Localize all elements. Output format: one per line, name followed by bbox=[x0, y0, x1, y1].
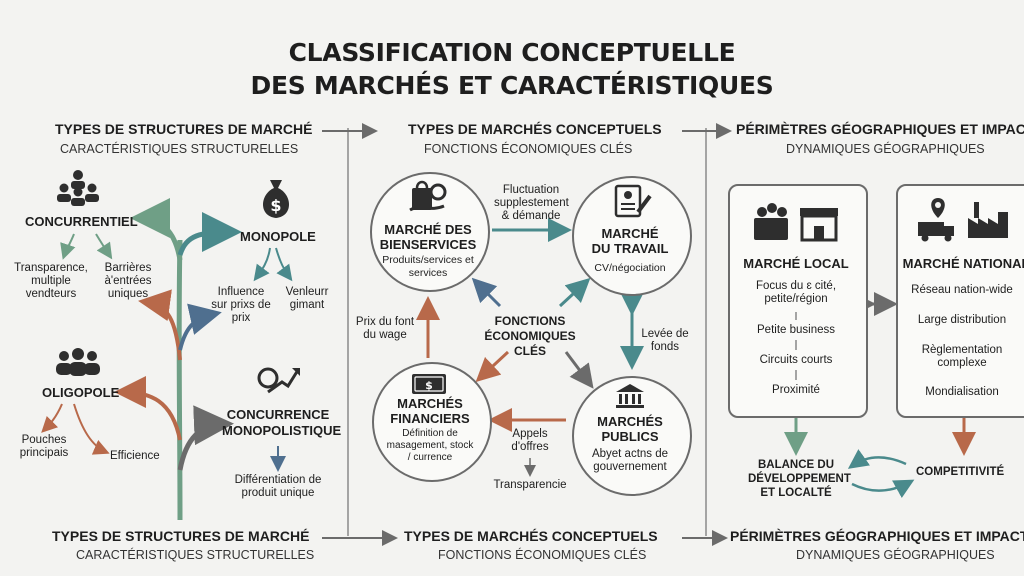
local-market-icons bbox=[754, 203, 838, 242]
middle-footer-subheader: FONCTIONS ÉCONOMIQUES CLÉS bbox=[438, 548, 647, 562]
flow-top-label: Fluctuation supplestement & démande bbox=[494, 184, 569, 222]
resume-document-icon bbox=[614, 184, 652, 218]
people-group-icon bbox=[57, 170, 99, 206]
flow-bottom-label: Appels d'offres bbox=[511, 428, 549, 453]
right-footer-header: PÉRIMÈTRES GÉOGRAPHIQUES ET IMPACTS bbox=[730, 528, 1024, 544]
branch-rust-upper bbox=[138, 289, 182, 361]
publics-title: MARCHÉS PUBLICS bbox=[574, 414, 686, 444]
oligopole-people-icon bbox=[56, 348, 100, 376]
government-building-icon bbox=[616, 384, 644, 408]
concurrence-label-1: CONCURRENCE bbox=[226, 407, 330, 422]
travail-title: MARCHÉ DU TRAVAIL bbox=[574, 226, 686, 256]
flow-right-label: Levée de fonds bbox=[641, 328, 689, 353]
concurrence-child: Différentiation de produit unique bbox=[234, 474, 322, 499]
factory-icon bbox=[968, 202, 1008, 238]
middle-footer-header: TYPES DE MARCHÉS CONCEPTUELS bbox=[404, 528, 658, 544]
monopole-child-2: Venleurr gimant bbox=[285, 286, 329, 311]
biens-title-1: MARCHÉ DES bbox=[384, 222, 472, 237]
concurrence-label-2: MONOPOLISTIQUE bbox=[222, 423, 342, 438]
flow-left-label: Prix du font du wage bbox=[355, 316, 415, 341]
biens-desc: Produits/services et services bbox=[382, 254, 474, 279]
left-footer-subheader: CARACTÉRISTIQUES STRUCTURELLES bbox=[76, 548, 315, 562]
national-item-2: Large distribution bbox=[917, 314, 1007, 326]
money-bag-icon: $ bbox=[263, 180, 289, 218]
balance-label: BALANCE DU DÉVELOPPEMENT ET LOCALTÉ bbox=[748, 459, 851, 499]
financiers-title: MARCHÉS FINANCIERS bbox=[374, 396, 486, 426]
oligopole-child-2: Efficience bbox=[110, 450, 160, 462]
financiers-desc: Définition de masagement, stock / curren… bbox=[386, 428, 474, 463]
left-column-subheader: CARACTÉRISTIQUES STRUCTURELLES bbox=[60, 142, 299, 156]
travail-title-2: DU TRAVAIL bbox=[591, 241, 669, 256]
title-line-1: CLASSIFICATION CONCEPTUELLE bbox=[288, 38, 736, 67]
svg-text:$: $ bbox=[425, 379, 433, 392]
travail-title-1: MARCHÉ bbox=[601, 226, 659, 241]
structure-concurrentiel: CONCURRENTIEL bbox=[25, 214, 138, 229]
branch-monopole bbox=[177, 212, 242, 256]
travail-desc: CV/négociation bbox=[594, 262, 666, 274]
produce-basket-icon bbox=[754, 203, 788, 240]
national-item-3: Règlementation complexe bbox=[921, 344, 1003, 369]
national-title: MARCHÉ NATIONAL bbox=[902, 256, 1024, 271]
tree-trunk bbox=[176, 239, 183, 521]
right-column-header: PÉRIMÈTRES GÉOGRAPHIQUES ET IMPACTS bbox=[736, 121, 1024, 137]
local-dividers bbox=[795, 312, 797, 380]
shop-storefront-icon bbox=[800, 208, 838, 242]
middle-column-header: TYPES DE MARCHÉS CONCEPTUELS bbox=[408, 121, 662, 137]
local-item-1: Focus du ɛ cité, petite/région bbox=[755, 280, 837, 305]
box-marche-local bbox=[728, 184, 868, 418]
left-footer-header: TYPES DE STRUCTURES DE MARCHÉ bbox=[52, 528, 310, 544]
biens-title: MARCHÉ DES BIENSERVICES bbox=[372, 222, 484, 252]
growth-chart-icon bbox=[257, 367, 300, 394]
biens-title-2: BIENSERVICES bbox=[379, 237, 477, 252]
national-item-1: Réseau nation-wide bbox=[911, 284, 1013, 296]
local-item-3: Circuits courts bbox=[759, 354, 833, 366]
circle-travail bbox=[572, 176, 692, 296]
publics-title-1: MARCHÉS bbox=[597, 414, 663, 429]
location-pin-icon bbox=[931, 198, 945, 218]
oligopole-child-1: Pouches principais bbox=[19, 434, 69, 459]
branch-concurrence-mono bbox=[177, 405, 234, 471]
concurrentiel-child-1: Transparence, multiple vendteurs bbox=[14, 262, 88, 300]
local-item-4: Proximité bbox=[772, 384, 820, 396]
delivery-truck-icon bbox=[918, 222, 954, 242]
local-item-2: Petite business bbox=[757, 324, 835, 336]
publics-desc: Abyet actns de gouvernement bbox=[591, 448, 669, 473]
shopping-bag-icon bbox=[409, 180, 447, 212]
center-functions-label: FONCTIONS ÉCONOMIQUES CLÉS bbox=[484, 314, 576, 358]
svg-text:$: $ bbox=[270, 196, 281, 215]
branch-oligopole bbox=[114, 376, 182, 441]
left-column-header: TYPES DE STRUCTURES DE MARCHÉ bbox=[55, 121, 313, 137]
structure-oligopole: OLIGOPOLE bbox=[42, 385, 120, 400]
national-market-icons bbox=[918, 198, 1008, 242]
publics-title-2: PUBLICS bbox=[601, 429, 659, 444]
local-title: MARCHÉ LOCAL bbox=[743, 256, 849, 271]
competitivite-label: COMPETITIVITÉ bbox=[916, 466, 1005, 478]
monopole-child-1: Influence sur prixs de prix bbox=[211, 286, 271, 324]
middle-column-subheader: FONCTIONS ÉCONOMIQUES CLÉS bbox=[424, 142, 633, 156]
title-line-2: DES MARCHÉS ET CARACTÉRISTIQUES bbox=[250, 71, 774, 100]
flow-bottom-label-2: Transparencie bbox=[493, 479, 567, 491]
financiers-title-2: FINANCIERS bbox=[390, 411, 470, 426]
right-footer-subheader: DYNAMIQUES GÉOGRAPHIQUES bbox=[796, 548, 995, 562]
banknote-icon: $ bbox=[412, 374, 446, 394]
financiers-title-1: MARCHÉS bbox=[397, 396, 463, 411]
branch-blue bbox=[178, 303, 222, 351]
structure-concurrence-monopolistique: CONCURRENCE MONOPOLISTIQUE bbox=[222, 407, 342, 439]
concurrentiel-child-2: Barrières à'entrées uniques bbox=[104, 262, 152, 300]
page-title: CLASSIFICATION CONCEPTUELLE DES MARCHÉS … bbox=[212, 36, 812, 102]
national-item-4: Mondialisation bbox=[925, 386, 999, 398]
structure-monopole: MONOPOLE bbox=[240, 229, 316, 244]
right-column-subheader: DYNAMIQUES GÉOGRAPHIQUES bbox=[786, 142, 985, 156]
branch-concurrentiel bbox=[130, 198, 183, 261]
